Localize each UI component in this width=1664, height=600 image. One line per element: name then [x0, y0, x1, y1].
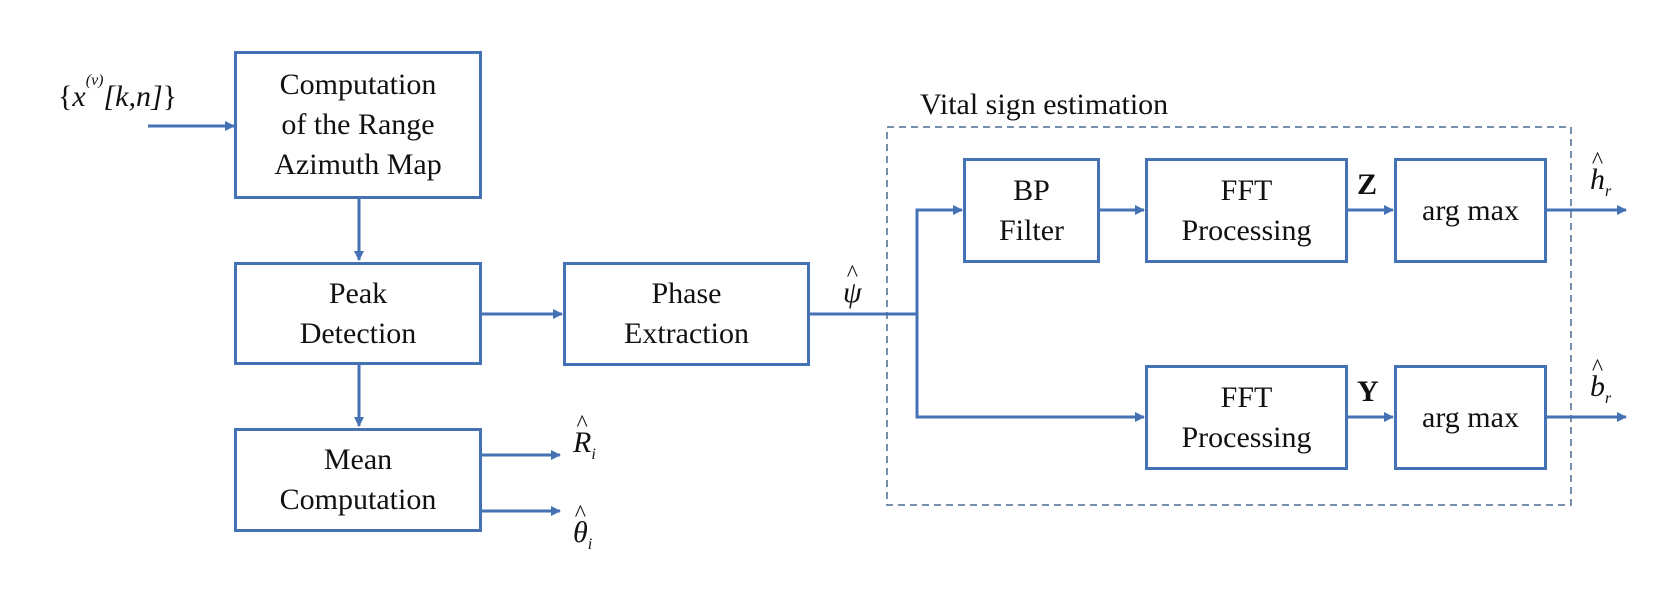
z-signal-label: Z: [1357, 168, 1378, 201]
line-branch-to-fft-bottom: [915, 314, 1145, 422]
vital-sign-group-boundary: [886, 126, 1572, 506]
hr-hat-label: ^hr: [1590, 148, 1612, 200]
y-signal-label: Y: [1357, 375, 1379, 408]
line-phase-to-branch: [808, 205, 963, 316]
theta-hat-label: ^θi: [573, 501, 593, 553]
R-hat-label: ^Ri: [573, 411, 596, 463]
br-hat-label: ^br: [1590, 355, 1612, 407]
argmax-top-block[interactable]: arg max: [1394, 158, 1547, 263]
psi-hat-label: ^ψ: [843, 261, 862, 309]
argmax-bottom-block[interactable]: arg max: [1394, 365, 1547, 470]
vital-sign-group-title: Vital sign estimation: [920, 88, 1169, 121]
input-signal-label: {x(v)[k,n]}: [58, 72, 178, 113]
